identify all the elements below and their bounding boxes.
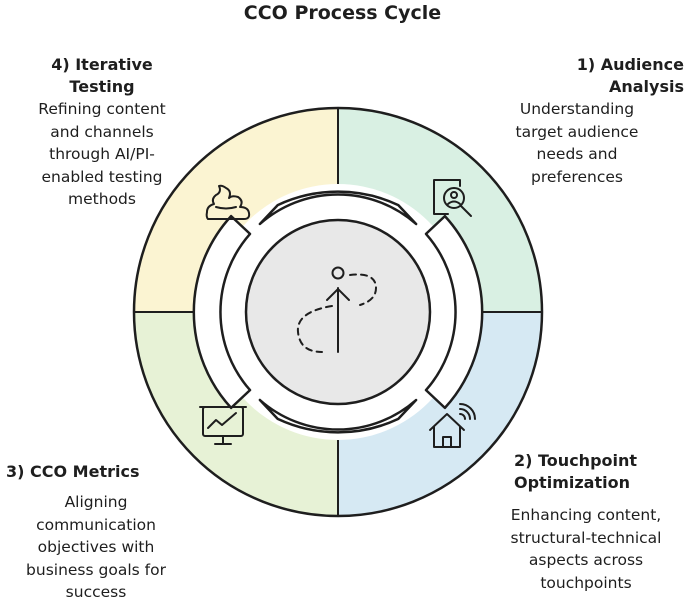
- stage-iterative-testing: 4) Iterative Testing Refining content an…: [4, 54, 200, 211]
- stage-audience-analysis: 1) Audience Analysis Understanding targe…: [470, 54, 684, 188]
- stage-description: Aligning communication objectives with b…: [26, 493, 166, 601]
- smart-home-icon: [429, 403, 476, 448]
- stage-heading: 4) Iterative Testing: [51, 55, 153, 96]
- path-journey-icon: [296, 266, 378, 353]
- stage-description: Enhancing content, structural-technical …: [510, 506, 662, 592]
- stage-heading: 1) Audience Analysis: [576, 55, 684, 96]
- stage-touchpoint-optimization: 2) Touchpoint Optimization Enhancing con…: [488, 450, 684, 594]
- presentation-chart-icon: [199, 406, 247, 445]
- arc-segment-top: [258, 190, 418, 226]
- stage-heading: 3) CCO Metrics: [6, 462, 140, 481]
- blob-icon: [205, 184, 251, 220]
- stage-cco-metrics: 3) CCO Metrics Aligning communication ob…: [6, 461, 186, 604]
- stage-description: Understanding target audience needs and …: [515, 100, 639, 186]
- arc-segment-bottom: [258, 398, 418, 434]
- arc-segment-right: [424, 214, 484, 410]
- stage-description: Refining content and channels through AI…: [38, 100, 166, 208]
- stage-heading: 2) Touchpoint Optimization: [514, 451, 638, 492]
- audience-analysis-icon: [433, 179, 472, 217]
- diagram-title: CCO Process Cycle: [243, 2, 442, 24]
